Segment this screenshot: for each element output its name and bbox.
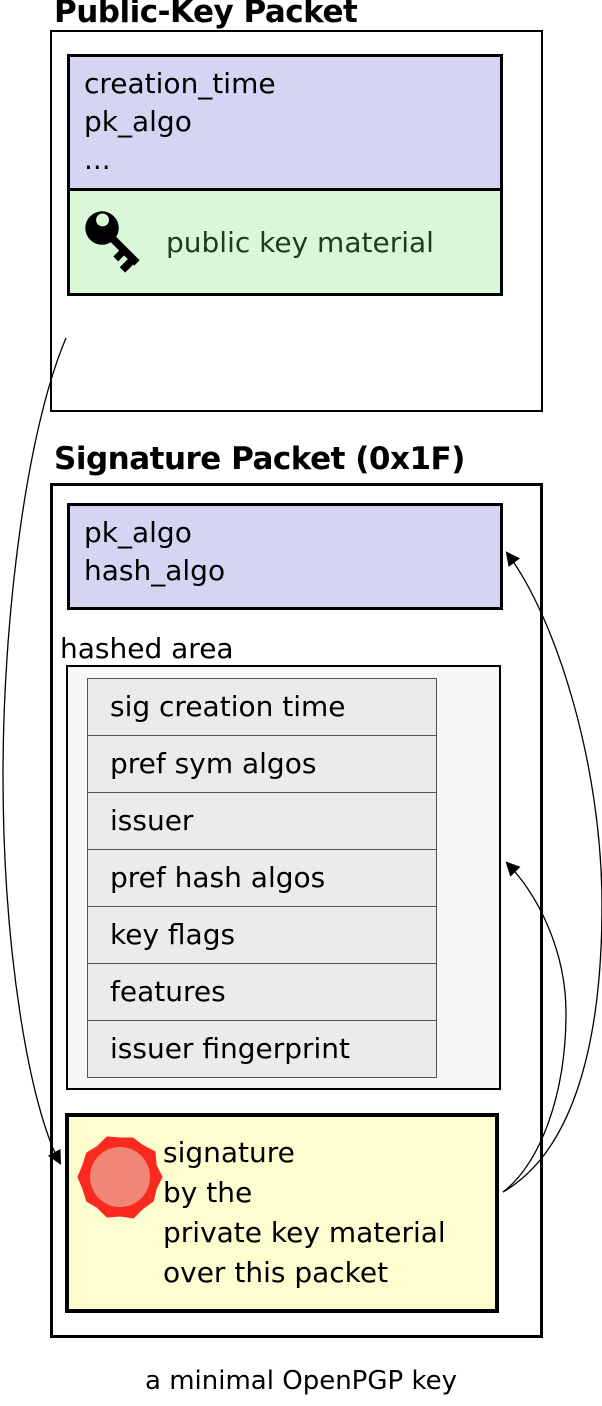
public-key-material-box: public key material — [67, 188, 503, 296]
key-icon — [85, 211, 140, 273]
hashed-area-label: hashed area — [60, 632, 234, 665]
field-pk-algo: pk_algo — [84, 516, 192, 549]
subpacket-row: pref hash algos — [87, 849, 437, 907]
public-key-material-label: public key material — [166, 225, 434, 259]
field-pk-algo: pk_algo — [84, 105, 192, 138]
signature-description: signature by the private key material ov… — [163, 1133, 446, 1293]
signature-packet-title: Signature Packet (0x1F) — [54, 441, 465, 477]
wax-seal-icon — [77, 1136, 163, 1219]
subpacket-row: issuer — [87, 792, 437, 850]
field-hash-algo: hash_algo — [84, 554, 226, 587]
signature-value-box: signature by the private key material ov… — [65, 1113, 499, 1313]
diagram-caption: a minimal OpenPGP key — [145, 1366, 457, 1396]
signature-line: signature — [163, 1136, 295, 1169]
subpacket-row: pref sym algos — [87, 735, 437, 793]
signature-line: over this packet — [163, 1256, 389, 1289]
signature-line: by the — [163, 1176, 253, 1209]
subpacket-row: key flags — [87, 906, 437, 964]
subpacket-row: issuer fingerprint — [87, 1020, 437, 1078]
hashed-area-box: sig creation time pref sym algos issuer … — [66, 665, 501, 1090]
public-key-fields-box: creation_time pk_algo ... — [67, 54, 503, 191]
field-creation-time: creation_time — [84, 67, 276, 100]
public-key-packet-title: Public-Key Packet — [54, 0, 358, 30]
subpacket-row: sig creation time — [87, 678, 437, 736]
signature-algo-box: pk_algo hash_algo — [67, 503, 503, 610]
field-ellipsis: ... — [84, 143, 111, 176]
subpacket-row: features — [87, 963, 437, 1021]
signature-line: private key material — [163, 1216, 446, 1249]
